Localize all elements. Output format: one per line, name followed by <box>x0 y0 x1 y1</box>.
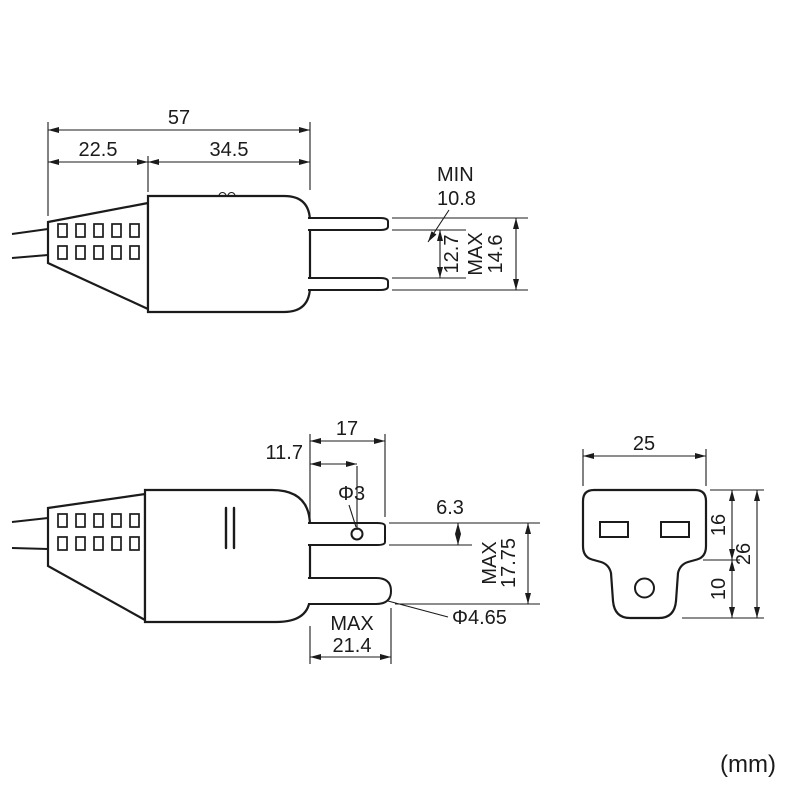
dim-pin-diameter: Φ4.65 <box>452 607 507 629</box>
units-label: (mm) <box>720 751 776 778</box>
dim-span-max-label: MAX <box>465 232 487 275</box>
ground-hole <box>634 577 655 599</box>
boot-ribs <box>57 223 140 260</box>
cable <box>11 517 49 550</box>
dim-gap-min-label: MIN <box>437 164 474 186</box>
dim-span-max-value: 14.6 <box>485 235 507 274</box>
parting-nubs <box>218 191 236 197</box>
boot-ribs <box>57 513 140 551</box>
plug-body <box>146 194 312 314</box>
dim-pin-length-max-value: 21.4 <box>333 635 372 657</box>
outlet-outline <box>581 488 708 620</box>
strain-relief-boot <box>46 201 150 311</box>
strain-relief-boot <box>46 492 147 622</box>
cable <box>11 228 49 259</box>
dim-body-length: 34.5 <box>210 139 249 161</box>
dim-hole-offset: 11.7 <box>266 442 303 464</box>
flat-blade <box>308 522 386 546</box>
outlet-face-view: 25 16 10 26 <box>581 433 764 620</box>
dim-pin-length-max-label: MAX <box>330 613 373 635</box>
mold-seam-marks <box>224 506 236 550</box>
dim-overall-length: 57 <box>168 107 190 129</box>
top-plug-side-view: 57 22.5 34.5 MIN 10.8 12.7 MAX 14.6 <box>11 107 528 314</box>
plug-body <box>143 488 312 624</box>
fig2-dimension-lines <box>309 434 540 664</box>
dim-gap-min-value: 10.8 <box>437 188 476 210</box>
fig1-dimension-lines <box>47 122 528 291</box>
dim-blade-length: 17 <box>336 418 358 440</box>
left-slot <box>599 521 629 538</box>
dim-hole-diameter: Φ3 <box>338 483 365 505</box>
dim-blade-width: 6.3 <box>436 497 464 519</box>
dim-outlet-total-height: 26 <box>733 543 755 565</box>
fig3-dimension-lines <box>582 449 764 619</box>
upper-blade <box>308 217 389 231</box>
right-slot <box>660 521 690 538</box>
round-pin <box>308 577 393 605</box>
dim-blade-pitch: 12.7 <box>441 235 463 274</box>
side-plug-blade-view: 17 11.7 Φ3 6.3 MAX 17.75 Φ4.65 MAX 21.4 <box>11 418 540 664</box>
dim-envelope-max-label: MAX <box>479 541 501 584</box>
dim-boot-length: 22.5 <box>79 139 118 161</box>
blade-hole <box>350 527 364 541</box>
lower-blade <box>308 277 389 291</box>
dim-outlet-upper-height: 16 <box>708 514 730 536</box>
dim-outlet-lower-height: 10 <box>708 578 730 600</box>
dim-envelope-max-value: 17.75 <box>498 538 520 588</box>
dim-outlet-width: 25 <box>633 433 655 455</box>
